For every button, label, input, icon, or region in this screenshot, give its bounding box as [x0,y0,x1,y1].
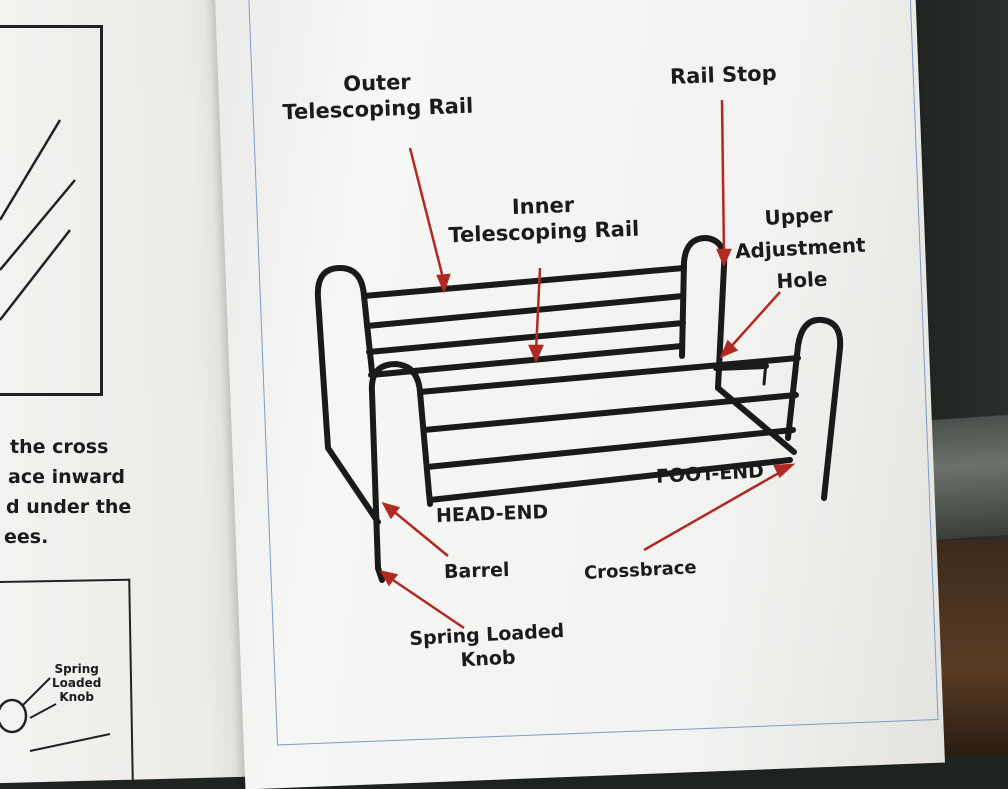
arrow-rail-stop [720,99,726,257]
crossbrace-foot [715,385,797,455]
front-head-post [368,361,433,571]
arrow-inner-rail [534,267,542,353]
back-head-post [314,265,375,451]
arrowhead-outer-rail [436,273,451,294]
front-rail-3 [424,427,796,470]
back-rail-3 [366,320,686,355]
arrowhead-rail-stop [716,248,732,268]
rail-stop-bracket-v [762,360,768,386]
front-rail-2 [421,392,799,433]
inset-knob-sketch [0,677,111,752]
callout-arrows [379,99,796,630]
arrowhead-crossbrace [773,463,796,479]
arrowhead-barrel [381,501,401,520]
left-text-line: ace inward [8,466,125,488]
left-sheet-frame-top [0,25,103,396]
inset-spring-loaded-knob-label: Spring Loaded Knob [52,662,102,704]
arrowhead-adjustment-hole [719,339,739,359]
label-inner-telescoping-rail: Inner Telescoping Rail [448,192,640,248]
left-page-text: the cross ace inward d under the ees. [4,432,132,552]
front-rail-1 [417,355,801,395]
label-outer-telescoping-rail: Outer Telescoping Rail [282,69,474,125]
left-text-line: d under the [6,496,132,518]
label-head-end: HEAD-END [435,501,549,527]
back-rail-4 [368,343,685,378]
left-text-line: ees. [4,526,49,548]
arrow-spring-knob [389,576,465,630]
front-foot-post [785,316,844,501]
head-barrel-lower [375,565,385,583]
rail-stop-bracket [713,363,769,371]
back-rail-2 [364,293,686,329]
front-rail-4 [427,457,793,503]
arrow-barrel [391,509,449,557]
crossbrace-head [325,445,381,525]
label-spring-loaded-knob: Spring Loaded Knob [408,619,565,672]
back-rail-1 [361,265,687,299]
arrow-adjustment-hole [727,291,781,351]
left-sheet-sketch [0,119,76,321]
arrowhead-inner-rail [528,344,544,364]
arrow-crossbrace [643,468,785,552]
arrow-outer-rail [408,147,446,283]
label-upper-adjustment-hole: Upper Adjustment Hole [734,202,867,294]
bed-rail-diagram [314,99,844,630]
left-text-line: the cross [10,436,109,458]
label-barrel: Barrel [443,558,510,584]
arrowhead-spring-knob [379,570,399,587]
bed-rail-drawing [314,235,844,583]
label-rail-stop: Rail Stop [669,61,778,89]
